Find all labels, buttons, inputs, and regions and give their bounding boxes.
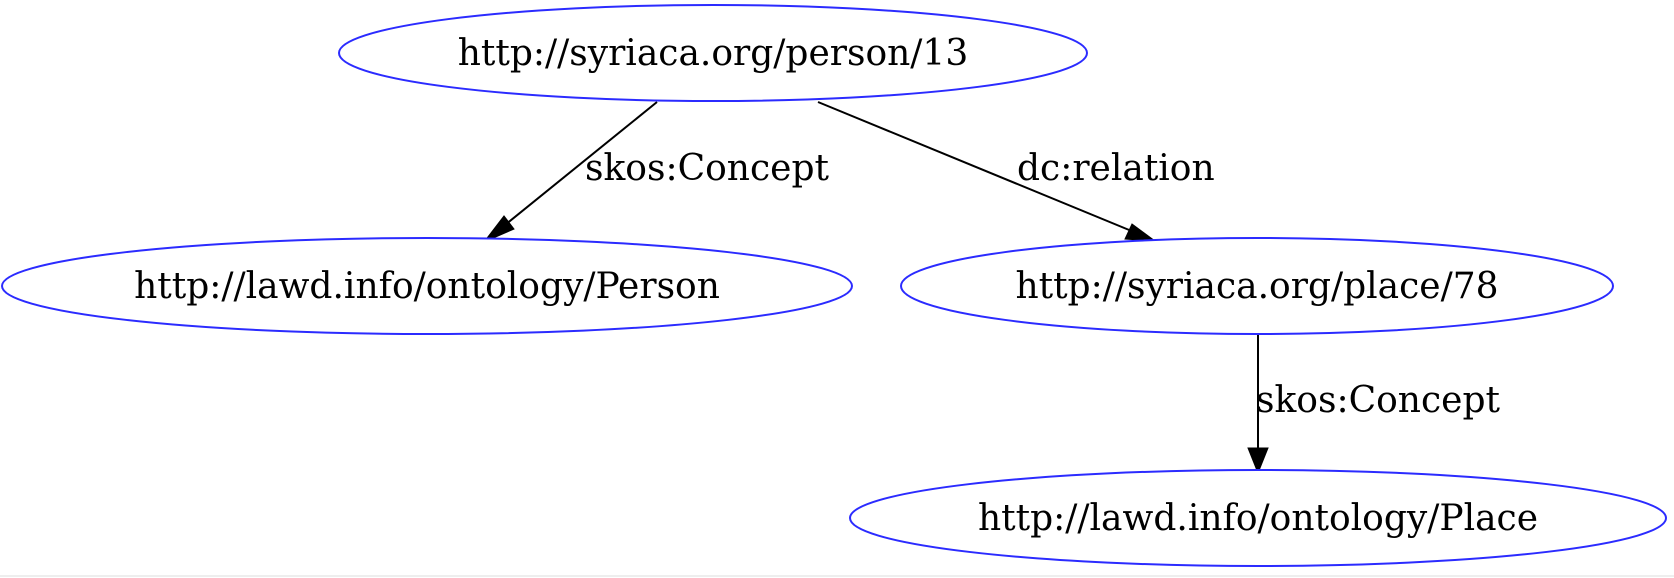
node-label: http://lawd.info/ontology/Place: [978, 498, 1538, 539]
arrowhead: [1124, 223, 1157, 242]
edge-label: skos:Concept: [585, 148, 829, 189]
node-place-78: http://syriaca.org/place/78: [900, 237, 1614, 335]
node-lawd-place: http://lawd.info/ontology/Place: [849, 469, 1667, 567]
node-label: http://syriaca.org/place/78: [1015, 266, 1498, 307]
edge-place78-to-lawd-place: skos:Concept: [1247, 335, 1500, 475]
arrowhead: [482, 215, 515, 244]
node-ellipse: [1, 237, 853, 335]
node-label: http://syriaca.org/person/13: [458, 33, 969, 74]
node-label: http://lawd.info/ontology/Person: [134, 266, 720, 307]
node-person-13: http://syriaca.org/person/13: [338, 4, 1088, 102]
edge-label: dc:relation: [1017, 148, 1215, 189]
edge-person13-to-lawd-person: skos:Concept: [482, 101, 829, 244]
edge-line: [817, 101, 1135, 233]
edge-person13-to-place78: dc:relation: [817, 101, 1215, 242]
edge-label: skos:Concept: [1256, 380, 1500, 421]
node-ellipse: [849, 469, 1667, 567]
bottom-divider: [0, 575, 1674, 577]
node-ellipse: [900, 237, 1614, 335]
node-lawd-person: http://lawd.info/ontology/Person: [1, 237, 853, 335]
node-ellipse: [338, 4, 1088, 102]
arrowhead: [1247, 447, 1269, 475]
edge-line: [499, 101, 658, 230]
